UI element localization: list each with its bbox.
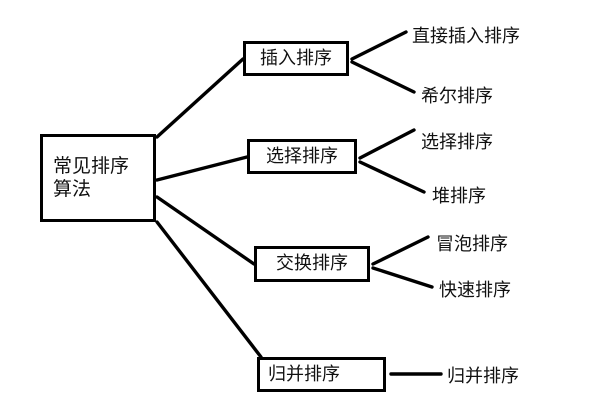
leaf-quick-sort: 快速排序 — [439, 280, 511, 301]
leaf-merge-sort: 归并排序 — [447, 366, 519, 387]
node-merge-sort-label: 归并排序 — [268, 363, 340, 385]
leaf-straight-insertion-sort: 直接插入排序 — [412, 26, 520, 47]
node-insertion-sort-label: 插入排序 — [260, 47, 332, 69]
node-merge-sort[interactable]: 归并排序 — [257, 357, 386, 392]
node-root[interactable]: 常见排序 算法 — [40, 134, 156, 222]
node-selection-sort[interactable]: 选择排序 — [247, 139, 357, 174]
edge-root-to-selection — [155, 155, 249, 182]
edge-exchange-to-bubble — [371, 235, 430, 266]
leaf-shell-sort: 希尔排序 — [421, 86, 493, 107]
node-exchange-sort-label: 交换排序 — [276, 253, 348, 275]
node-exchange-sort[interactable]: 交换排序 — [254, 246, 370, 282]
edge-insertion-to-straight-insertion — [350, 30, 408, 61]
edge-root-to-insertion — [155, 57, 245, 139]
edge-selection-to-selection-leaf — [358, 128, 416, 160]
node-root-label: 常见排序 算法 — [53, 154, 130, 200]
node-selection-sort-label: 选择排序 — [266, 145, 338, 167]
leaf-heap-sort: 堆排序 — [432, 186, 486, 207]
leaf-selection-sort: 选择排序 — [421, 132, 493, 153]
node-insertion-sort[interactable]: 插入排序 — [243, 41, 349, 76]
edge-selection-to-heap — [358, 160, 426, 194]
edge-root-to-exchange — [155, 195, 256, 266]
edge-root-to-merge — [155, 220, 263, 359]
edge-insertion-to-shell — [350, 60, 416, 94]
leaf-bubble-sort: 冒泡排序 — [436, 234, 508, 255]
edge-exchange-to-quick — [371, 266, 434, 289]
